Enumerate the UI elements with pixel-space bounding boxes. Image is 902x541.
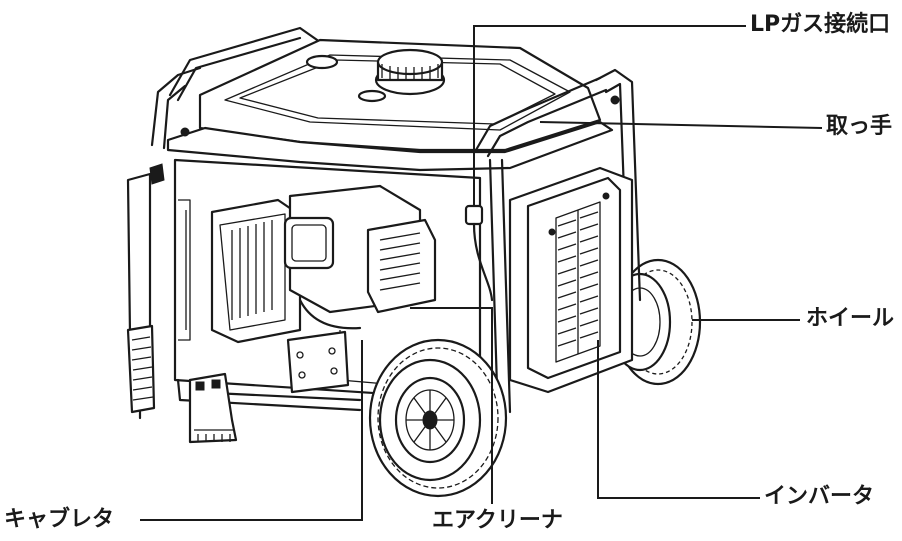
leader-carburetor [140,340,363,521]
leader-air-cleaner [410,307,493,504]
label-lp-gas-inlet: LPガス接続口 [750,12,891,37]
leader-lp-gas [473,25,746,206]
front-wheel [368,338,508,498]
inverter-vents [557,211,599,347]
inverter-panel [508,166,634,394]
tank-base [166,95,620,172]
foot [188,372,238,444]
leader-lines [140,25,823,521]
label-air-cleaner: エアクリーナ [432,508,563,533]
label-wheel: ホイール [806,306,895,331]
leader-handle [539,121,823,129]
label-carburetor: キャブレタ [4,507,115,532]
label-handle: 取っ手 [826,114,893,139]
fuel-tank [198,38,602,152]
engine-body [173,158,494,402]
label-inverter: インバータ [764,484,875,509]
leader-inverter [597,340,760,499]
telescoping-handle [126,163,165,420]
